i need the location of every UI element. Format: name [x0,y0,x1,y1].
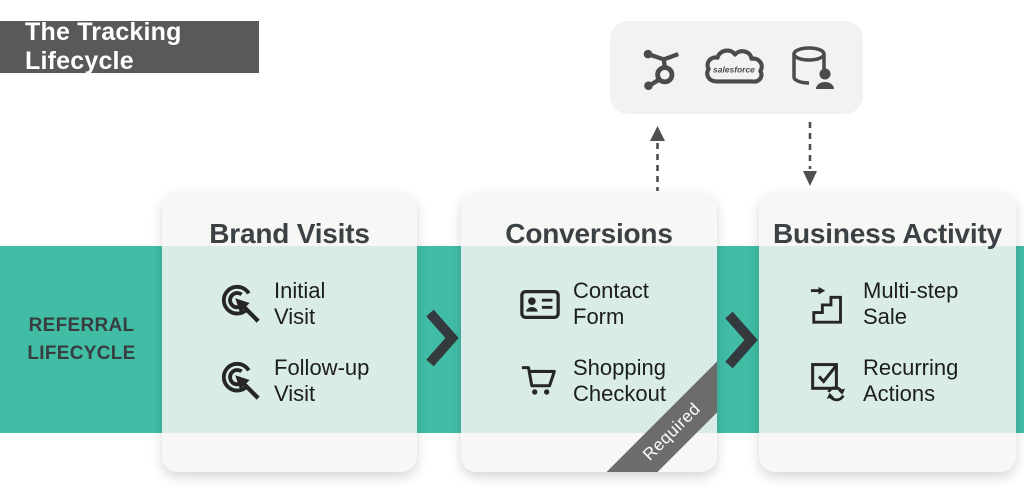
card-conversions: Conversions Contact Form [461,192,717,472]
click-icon [220,360,262,402]
crm-database-icon [787,44,837,92]
item-label: Multi-step Sale [863,278,959,329]
card-brand-visits: Brand Visits Initial Visit [162,192,417,472]
card-title: Conversions [505,218,673,249]
chevron-right-icon [725,311,758,369]
arrow-up-to-integrations [650,126,665,191]
item-label: Initial Visit [274,278,326,329]
item-label: Follow-up Visit [274,355,370,406]
item-label: Recurring Actions [863,355,959,406]
card-title: Business Activity [773,218,1002,249]
list-item-follow-up-visit: Follow-up Visit [220,355,369,407]
list-item-initial-visit: Initial Visit [220,278,325,330]
list-item-shopping-checkout: Shopping Checkout [519,355,666,407]
click-icon [220,283,262,325]
checkbox-recurring-icon [809,360,851,402]
list-item-contact-form: Contact Form [519,278,649,330]
salesforce-wordmark: salesforce [713,64,755,74]
list-item-recurring-actions: Recurring Actions [809,355,958,407]
title-banner: The Tracking Lifecycle [0,18,259,75]
ribbon-label: Required [639,399,705,465]
page-title: The Tracking Lifecycle [25,18,182,75]
integrations-box: salesforce [610,21,863,114]
referral-lifecycle-label: REFERRAL LIFECYCLE [27,315,136,364]
arrow-down-from-integrations [803,122,817,186]
shopping-cart-icon [519,360,561,402]
hubspot-icon [637,45,683,91]
salesforce-icon: salesforce [703,45,767,91]
card-title: Brand Visits [209,218,370,249]
card-business-activity: Business Activity Multi-step Sale [759,192,1016,472]
chevron-right-icon [426,309,459,367]
contact-card-icon [519,283,561,325]
item-label: Contact Form [573,278,649,329]
item-label: Shopping Checkout [573,355,666,406]
list-item-multi-step-sale: Multi-step Sale [809,278,958,330]
stairs-arrow-icon [809,283,851,325]
